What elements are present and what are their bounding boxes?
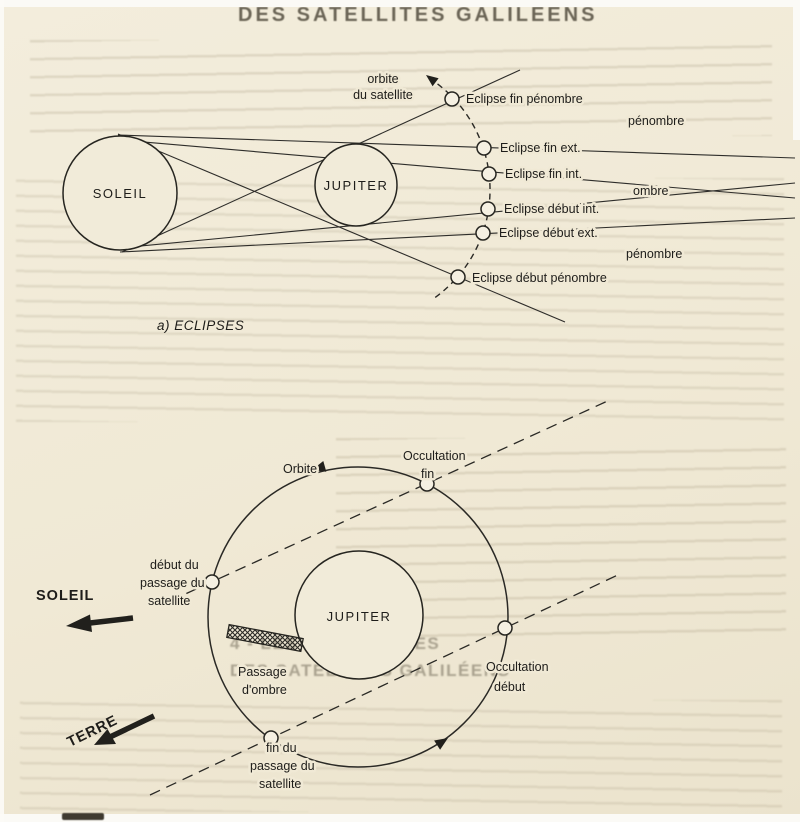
- eclipse-fin-ext-marker: [476, 140, 492, 156]
- soleil-label: SOLEIL: [36, 588, 94, 604]
- debut-passage-label-line3: satellite: [148, 594, 190, 608]
- orbit-direction-arrow-top-icon: [312, 461, 327, 472]
- passage-ombre-label-line2: d'ombre: [242, 683, 287, 697]
- scan-edge-right: [793, 0, 800, 140]
- terre-direction-arrow-icon: [94, 713, 156, 745]
- bleedthrough-paragraph: [30, 40, 772, 136]
- sight-line-upper: [169, 398, 613, 602]
- umbra-lower-inner-ray: [119, 182, 796, 249]
- sun-label: SOLEIL: [93, 186, 148, 201]
- sight-line-lower: [149, 572, 623, 796]
- zone-penombre-top-label: pénombre: [628, 114, 684, 128]
- eclipse-fin-int-marker: [481, 166, 497, 182]
- passage-ombre-label-line1: Passage: [238, 665, 287, 679]
- zone-ombre-label: ombre: [633, 184, 668, 198]
- jupiter-label-top: JUPITER: [324, 178, 389, 193]
- fin-passage-label-line1: fin du: [266, 741, 297, 755]
- eclipse-fin-int-label: Eclipse fin int.: [505, 167, 582, 181]
- debut-passage-marker: [204, 574, 220, 590]
- occultation-fin-label-line1: Occultation: [403, 449, 466, 463]
- occultation-debut-marker: [497, 620, 513, 636]
- eclipse-debut-penombre-marker: [450, 269, 466, 285]
- penumbra-lower-ray: [117, 133, 566, 323]
- scan-edge-left: [0, 0, 4, 822]
- terre-label: TERRE: [65, 712, 121, 750]
- fin-passage-label-line3: satellite: [259, 777, 301, 791]
- soleil-direction-arrow-icon: [66, 614, 134, 632]
- occultation-fin-label-line2: fin: [421, 467, 434, 481]
- eclipse-debut-penombre-label: Eclipse début pénombre: [472, 271, 607, 285]
- scan-edge-top: [0, 0, 800, 7]
- sun-circle: [62, 135, 178, 251]
- umbra-upper-outer-ray: [117, 134, 796, 159]
- debut-passage-label-line2: passage du: [140, 576, 205, 590]
- debut-passage-label-line1: début du: [150, 558, 199, 572]
- fin-passage-marker: [263, 730, 279, 746]
- orbite-label: Orbite: [283, 462, 317, 476]
- eclipse-debut-ext-label: Eclipse début ext.: [499, 226, 598, 240]
- eclipse-diagram-caption: a) ECLIPSES: [157, 318, 244, 333]
- eclipse-debut-int-label: Eclipse début int.: [504, 202, 599, 216]
- occultation-diagram: Orbite Occultation fin JUPITER SOLEIL TE…: [36, 398, 623, 796]
- zone-penombre-bottom-label: pénombre: [626, 247, 682, 261]
- orbit-direction-arrow-icon: [426, 75, 439, 87]
- eclipse-debut-int-marker: [480, 201, 496, 217]
- fin-passage-label-line2: passage du: [250, 759, 315, 773]
- occultation-debut-label-line1: Occultation: [486, 660, 549, 674]
- eclipse-debut-ext-marker: [475, 225, 491, 241]
- orbit-label-line1: orbite: [367, 72, 398, 86]
- bleedthrough-top-title: DES SATELLITES GALILÉENS: [238, 4, 598, 26]
- orbit-label-line2: du satellite: [353, 88, 413, 102]
- umbra-upper-inner-ray: [119, 139, 796, 199]
- orbit-direction-arrow-bottom-icon: [434, 738, 448, 750]
- jupiter-circle-top: [314, 143, 398, 227]
- umbra-lower-outer-ray: [119, 217, 796, 253]
- occultation-fin-marker: [419, 476, 435, 492]
- jupiter-label-bottom: JUPITER: [327, 609, 392, 624]
- eclipse-fin-ext-label: Eclipse fin ext.: [500, 141, 581, 155]
- scan-smudge-mark: [62, 813, 104, 820]
- eclipse-diagram: SOLEIL JUPITER orbite du satellite Eclip…: [62, 69, 796, 333]
- occultation-debut-label-line2: début: [494, 680, 526, 694]
- shadow-boundary-rays: [117, 69, 796, 323]
- shadow-passage-band: [226, 623, 304, 653]
- scan-edge-bottom: [0, 814, 800, 822]
- eclipse-fin-penombre-label: Eclipse fin pénombre: [466, 92, 583, 106]
- satellite-orbit-arc: [428, 77, 491, 300]
- jupiter-circle-bottom: [294, 550, 424, 680]
- satellite-orbit-circle: [207, 466, 509, 768]
- eclipse-fin-penombre-marker: [444, 91, 460, 107]
